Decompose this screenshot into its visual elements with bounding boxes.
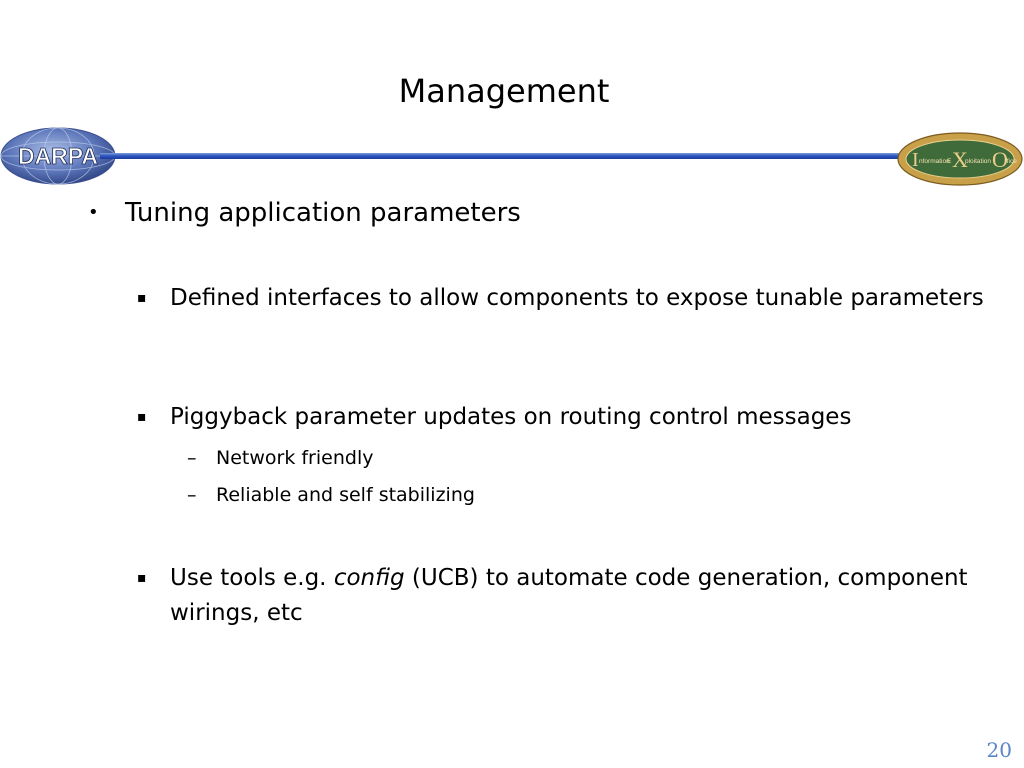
darpa-logo-text: DARPA [18, 143, 98, 169]
ixo-word-4: ffice [1005, 158, 1017, 165]
square-bullet-marker: ▪ [137, 570, 147, 586]
bullet-text: Tuning application parameters [125, 198, 521, 228]
page-number: 20 [986, 738, 1012, 762]
ixo-word-1: nformation [919, 158, 950, 165]
sub-bullet-text: Piggyback parameter updates on routing c… [170, 404, 852, 430]
bullet-marker: • [88, 202, 99, 223]
header-divider-bar [100, 153, 908, 159]
dash-marker: – [187, 484, 197, 506]
ixo-letter-x: X [952, 147, 968, 172]
sub-sub-bullet-text: Reliable and self stabilizing [216, 484, 475, 506]
text-prefix: Use tools e.g. [170, 565, 334, 591]
config-tool-name: config [333, 565, 405, 591]
ixo-seal-logo: I X O nformation E ploitation ffice [897, 132, 1023, 186]
darpa-globe-logo: DARPA [0, 127, 116, 185]
sub-bullet-text: Use tools e.g. config (UCB) to automate … [170, 561, 990, 631]
dash-marker: – [187, 447, 197, 469]
ixo-word-2: E [947, 158, 952, 165]
square-bullet-marker: ▪ [137, 290, 147, 306]
ixo-letter-o: O [992, 147, 1008, 172]
sub-bullet-text: Defined interfaces to allow components t… [170, 285, 984, 311]
square-bullet-marker: ▪ [137, 409, 147, 425]
slide-title: Management [398, 72, 610, 110]
text-suffix: (UCB) to automate code generation, compo… [170, 565, 968, 626]
ixo-letter-i: I [912, 149, 919, 171]
ixo-word-3: ploitation [965, 158, 991, 165]
sub-sub-bullet-text: Network friendly [216, 447, 374, 469]
